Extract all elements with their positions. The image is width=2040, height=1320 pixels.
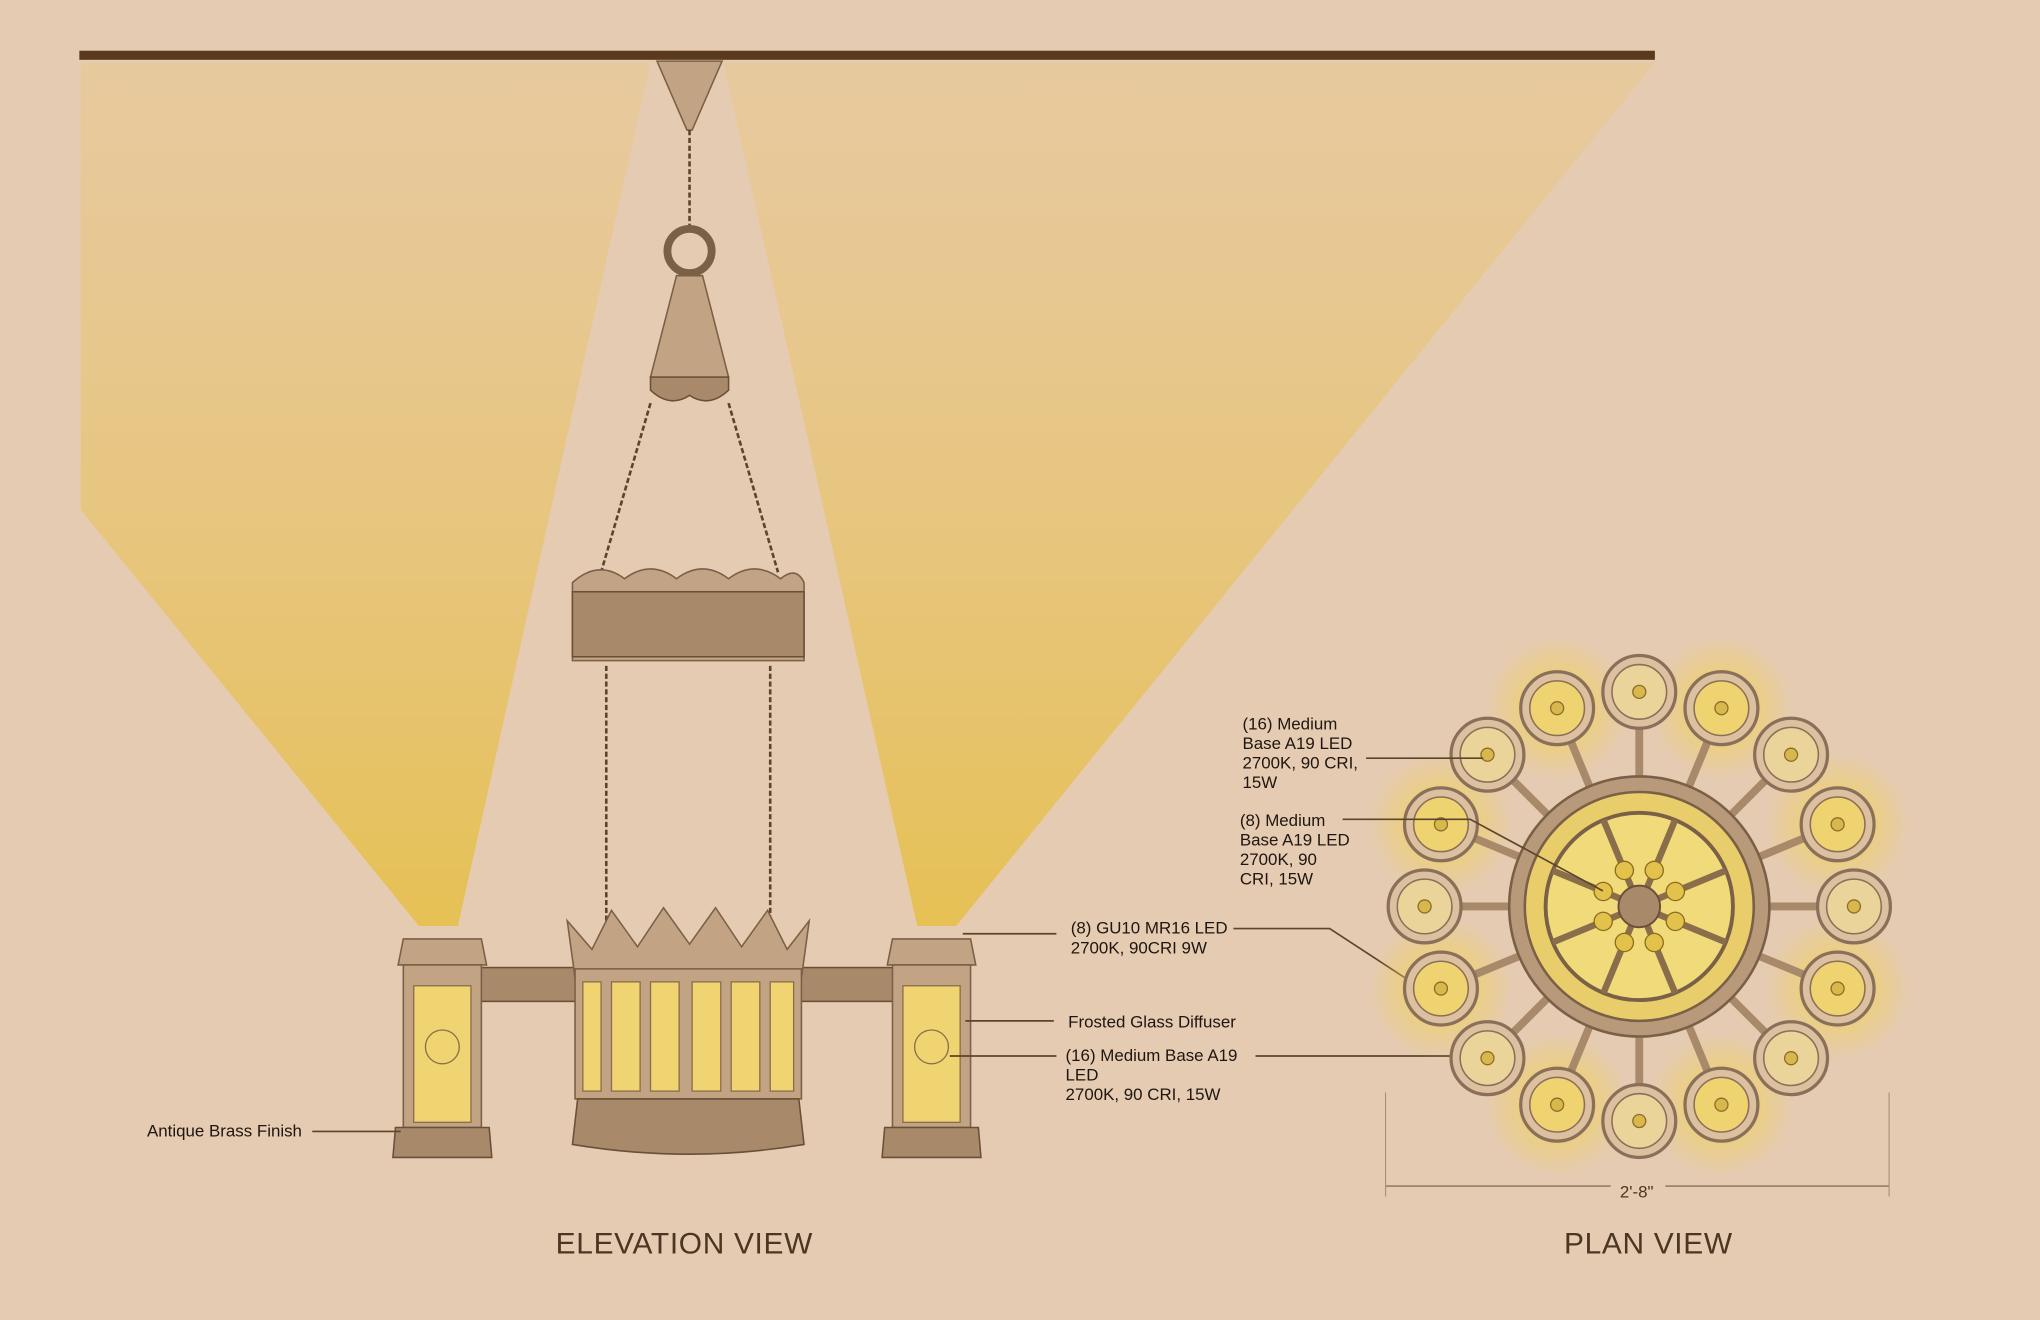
elevation-chandelier xyxy=(392,60,982,1159)
plan-lamp-socket xyxy=(1433,981,1449,996)
plan-lamp-socket xyxy=(1549,1097,1565,1112)
plan-lamp-socket xyxy=(1830,981,1845,996)
plan-view-title: PLAN VIEW xyxy=(1564,1228,1733,1261)
label-a19-line1: (16) Medium Base A19 xyxy=(1066,1046,1238,1065)
plan-lamp-socket xyxy=(1632,684,1647,700)
plan-inner-lamp xyxy=(1614,932,1635,953)
label-plan-inner-line3: 2700K, 90 xyxy=(1240,850,1317,869)
plan-lamp-socket xyxy=(1783,747,1799,762)
plan-inner-lamp xyxy=(1644,932,1664,953)
label-plan-inner-line2: Base A19 LED xyxy=(1240,830,1350,849)
label-plan-outer-line2: Base A19 LED xyxy=(1242,734,1352,753)
lantern-right xyxy=(881,938,982,1159)
plan-inner-lamp xyxy=(1614,860,1635,881)
center-base xyxy=(571,1098,805,1155)
center-glass-panels xyxy=(582,981,795,1092)
label-gu10-line1: (8) GU10 MR16 LED xyxy=(1071,919,1228,938)
plan-lamp-socket xyxy=(1480,1051,1495,1066)
plan-inner-lamp xyxy=(1665,881,1686,902)
plan-hub xyxy=(1617,884,1662,929)
light-cone-right xyxy=(723,62,1655,926)
dimension-label: 2'-8" xyxy=(1620,1183,1654,1202)
label-plan-outer-line3: 2700K, 90 CRI, xyxy=(1242,754,1358,773)
label-gu10-line2: 2700K, 90CRI 9W xyxy=(1071,938,1207,957)
center-crown xyxy=(566,906,811,979)
plan-lamp-socket xyxy=(1846,899,1862,914)
canopy xyxy=(655,60,724,131)
label-frosted-glass-diffuser: Frosted Glass Diffuser xyxy=(1068,1012,1236,1031)
plan-lamp-socket xyxy=(1417,899,1432,914)
ceiling-line xyxy=(79,50,1655,60)
arm-right xyxy=(795,966,896,1003)
plan-lamp-socket xyxy=(1549,701,1565,716)
arm-left xyxy=(477,966,584,1003)
label-antique-brass-finish: Antique Brass Finish xyxy=(147,1122,302,1141)
label-plan-inner-line4: CRI, 15W xyxy=(1240,869,1313,888)
lantern-left xyxy=(392,938,493,1159)
plan-inner-lamp xyxy=(1593,881,1613,902)
label-plan-outer-line4: 15W xyxy=(1242,773,1277,792)
plan-inner-lamp xyxy=(1593,911,1613,932)
elevation-view-title: ELEVATION VIEW xyxy=(556,1228,813,1261)
plan-inner-lamp xyxy=(1665,911,1686,932)
label-a19-line2: LED xyxy=(1066,1066,1099,1085)
plan-lamp-socket xyxy=(1480,747,1495,762)
label-a19-line3: 2700K, 90 CRI, 15W xyxy=(1066,1085,1221,1104)
label-plan-inner-line1: (8) Medium xyxy=(1240,811,1325,830)
plan-lamp-socket xyxy=(1783,1051,1799,1066)
plan-lamp-socket xyxy=(1714,1097,1729,1112)
plan-lamp-socket xyxy=(1632,1113,1647,1129)
plan-inner-lamp xyxy=(1644,860,1664,881)
plan-chandelier xyxy=(1369,636,1910,1177)
plan-lamp-socket xyxy=(1830,817,1845,832)
plan-lamp-socket xyxy=(1714,701,1729,716)
hanging-ring xyxy=(663,224,716,278)
light-cone-left xyxy=(80,62,651,926)
plan-lamp-socket xyxy=(1433,817,1449,832)
label-plan-outer-line1: (16) Medium xyxy=(1242,715,1337,734)
